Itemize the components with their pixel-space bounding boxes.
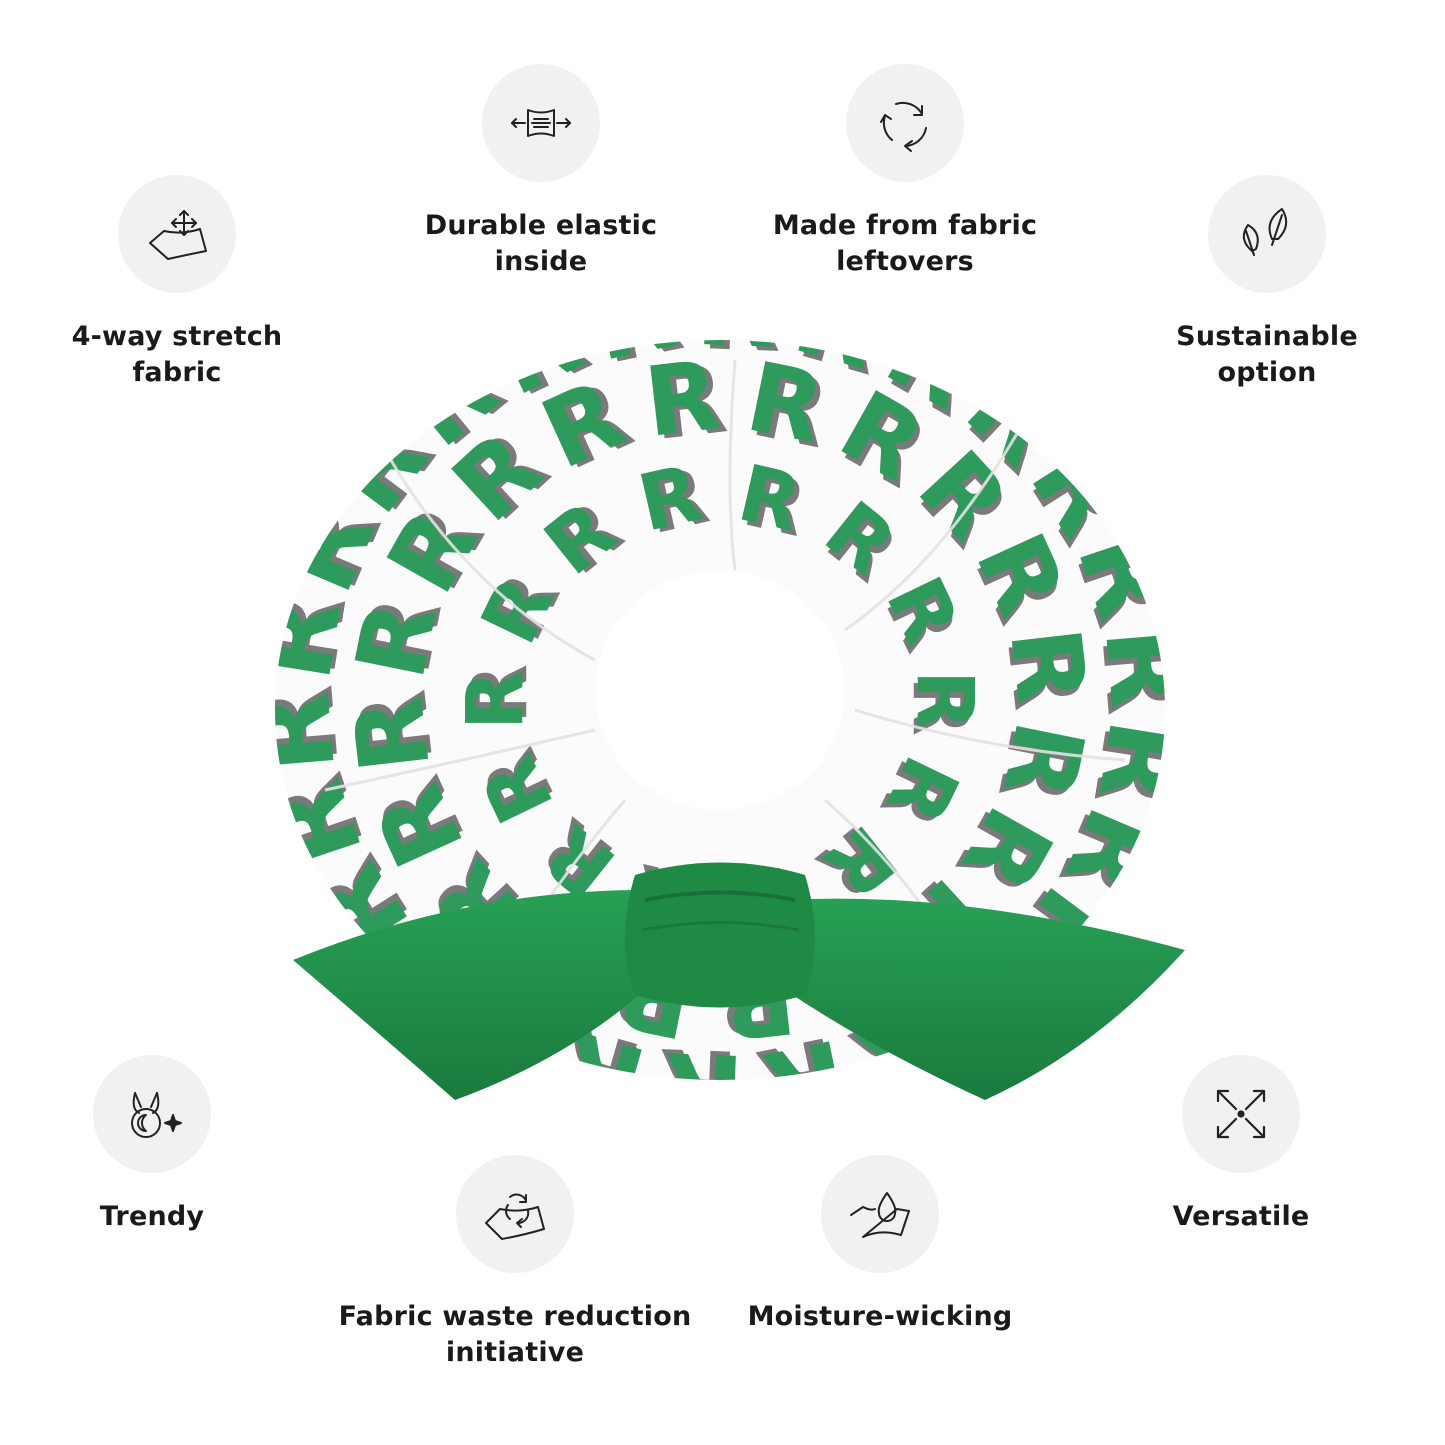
feature-sustainable: Sustainable option (1087, 175, 1445, 391)
cat-sparkle-icon (131, 1092, 182, 1138)
feature-icon-circle (456, 1155, 574, 1273)
feature-label: Moisture-wicking (747, 1301, 1013, 1332)
feature-moisture-wicking: Moisture-wicking (700, 1155, 1060, 1335)
pattern-letter-shadow: R (336, 685, 456, 771)
pattern-letter: R (1081, 622, 1185, 712)
feature-label: Made from fabric leftovers (772, 210, 1038, 277)
feature-icon-circle (821, 1155, 939, 1273)
pattern-letter-shadow: R (700, 330, 785, 376)
pattern-letter: R (265, 688, 359, 778)
pattern-letter: R (899, 670, 989, 730)
feature-versatile: Versatile (1061, 1055, 1421, 1235)
feature-trendy: Trendy (0, 1055, 332, 1235)
feature-label: Versatile (1172, 1201, 1310, 1232)
feature-waste-reduction: Fabric waste reduction initiative (335, 1155, 695, 1371)
pattern-letter: R (332, 691, 452, 777)
feature-icon-circle (118, 175, 236, 293)
pattern-letter-shadow: R (455, 664, 545, 724)
pattern-letter: R (988, 622, 1108, 708)
feature-icon-circle (93, 1055, 211, 1173)
feature-label: Sustainable option (1176, 321, 1358, 388)
pattern-letter: R (639, 339, 725, 459)
leaves-icon (1242, 208, 1288, 256)
pattern-letter-shadow: R (656, 1024, 741, 1120)
pattern-letter: R (451, 670, 541, 730)
feature-icon-circle (482, 64, 600, 182)
feature-label: Trendy (99, 1201, 205, 1232)
fabric-move-arrows-icon (149, 210, 207, 260)
pattern-letter: R (1075, 712, 1185, 810)
stretch-arrows-icon (511, 109, 571, 137)
feature-durable-elastic: Durable elastic inside (361, 64, 721, 280)
feature-label: Fabric waste reduction initiative (338, 1301, 692, 1368)
fabric-recycle-icon (485, 1193, 545, 1240)
pattern-letter: R (662, 1028, 747, 1120)
feature-icon-circle (1208, 175, 1326, 293)
pattern-letter-shadow: R (265, 681, 363, 771)
feature-icon-circle (1182, 1055, 1300, 1173)
water-drop-fabric-icon (850, 1192, 910, 1238)
pattern-letter-shadow: R (646, 342, 732, 462)
feature-icon-circle (846, 64, 964, 182)
feature-fabric-leftovers: Made from fabric leftovers (725, 64, 1085, 280)
pattern-letter-shadow: R (1070, 718, 1185, 816)
pattern-letter-shadow: R (1077, 629, 1185, 719)
scrunchie-bow (293, 862, 1185, 1100)
recycle-arrows-icon (880, 101, 927, 152)
pattern-letter-shadow: R (985, 629, 1105, 715)
feature-label: Durable elastic inside (424, 210, 658, 277)
feature-four-way-stretch: 4-way stretch fabric (0, 175, 357, 391)
feature-label: 4-way stretch fabric (71, 321, 283, 388)
expand-arrows-icon (1216, 1089, 1266, 1139)
